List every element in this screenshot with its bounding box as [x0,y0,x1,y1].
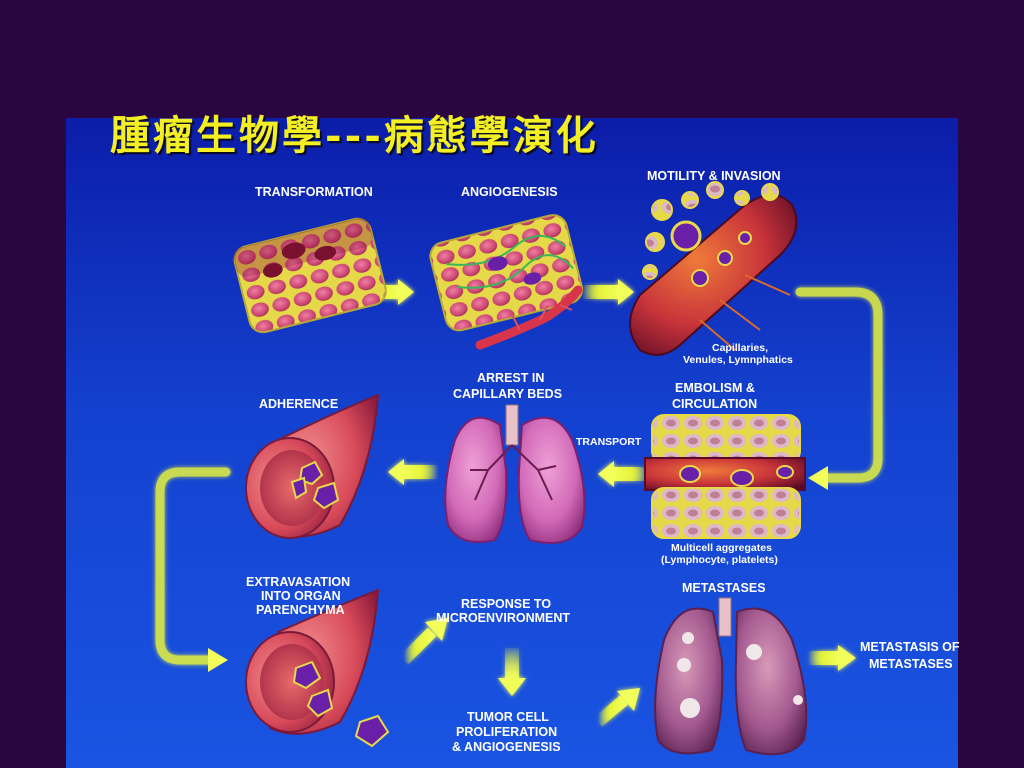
loop-connector-left-head [208,648,228,672]
label-arrest-2: CAPILLARY BEDS [453,387,563,401]
label-vessels-note-1: Capillaries, [712,342,769,354]
invasion-vessel [629,194,798,356]
label-metastasis-of-2: METASTASES [869,657,953,671]
label-aggregates-1: Multicell aggregates [671,542,772,554]
extravasation-vessel [245,588,390,748]
label-extravasation-1: EXTRAVASATION [246,575,351,589]
label-proliferation-3: & ANGIOGENESIS [452,740,561,754]
transformation-tissue [233,217,387,334]
label-transport: TRANSPORT [576,436,642,448]
label-response-2: MICROENVIRONMENT [436,611,571,625]
circulation-vessel [644,414,806,539]
arrow-angiogenesis-to-invasion [582,279,634,305]
label-extravasation-2: INTO ORGAN [261,589,341,603]
lungs-metastases [654,597,808,756]
adherence-vessel [245,393,380,539]
label-embolism-2: CIRCULATION [672,397,758,411]
label-motility-invasion: MOTILITY & INVASION [647,169,781,183]
loop-connector-left [155,467,231,665]
label-arrest-1: ARREST IN [477,371,545,385]
label-adherence: ADHERENCE [259,397,339,411]
label-response-1: RESPONSE TO [461,597,552,611]
label-metastasis-of-1: METASTASIS OF [860,640,960,654]
arrow-metastases-to-metastasis-of [808,645,856,671]
label-embolism-1: EMBOLISM & [675,381,755,395]
label-proliferation-1: TUMOR CELL [467,710,549,724]
arrow-response-to-proliferation [498,648,526,696]
label-aggregates-2: (Lymphocyte, platelets) [661,554,778,566]
lungs-arrest [444,404,586,544]
loop-connector-right-head [808,466,828,490]
label-proliferation-2: PROLIFERATION [456,725,558,739]
arrow-arrest-to-adherence [388,459,438,485]
label-angiogenesis: ANGIOGENESIS [461,185,558,199]
invading-cells [642,181,779,280]
loop-connector-right [795,287,883,483]
arrow-extravasation-to-response [399,618,448,665]
angiogenesis-tissue [429,214,584,350]
label-vessels-note-2: Venules, Lymnphatics [683,354,793,366]
arrow-proliferation-to-metastases [594,688,640,727]
label-extravasation-3: PARENCHYMA [256,603,345,617]
arrow-circulation-to-arrest [598,461,648,487]
label-transformation: TRANSFORMATION [255,185,373,199]
label-metastases: METASTASES [682,581,766,595]
page-title: 腫瘤生物學---病態學演化 [110,112,599,159]
